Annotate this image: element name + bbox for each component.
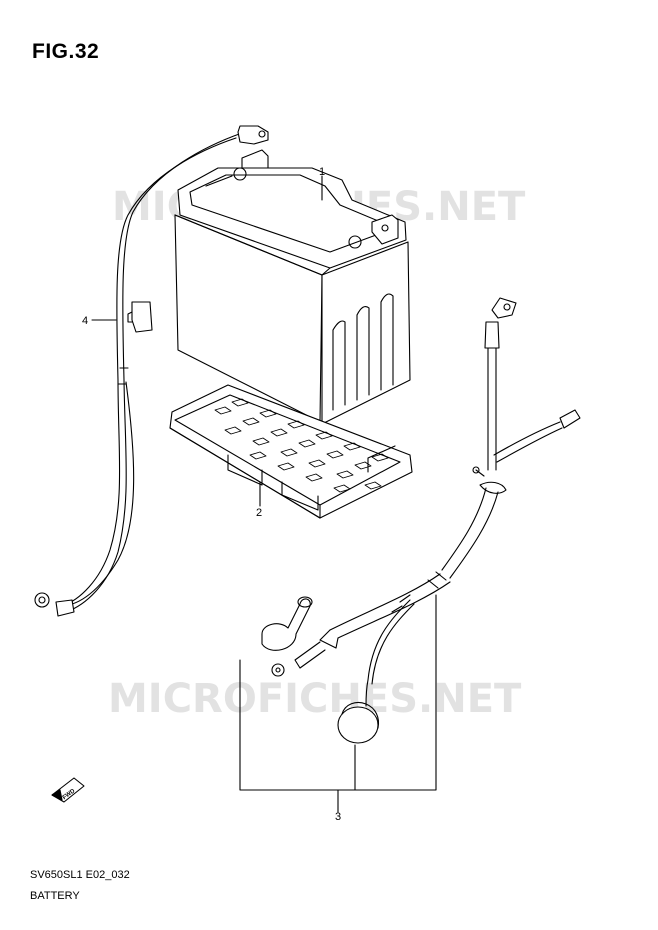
- callout-2: 2: [256, 507, 262, 519]
- battery-tray[interactable]: [169, 384, 413, 519]
- forward-arrow-icon: [51, 777, 85, 803]
- figure-code: SV650SL1 E02_032: [30, 869, 130, 881]
- callout-1: 1: [319, 166, 325, 178]
- battery[interactable]: [174, 149, 411, 425]
- lead-wire[interactable]: [34, 125, 269, 617]
- figure-title: FIG.32: [32, 40, 100, 63]
- callout-3: 3: [335, 811, 341, 823]
- watermark-bottom: MICROFICHES.NET: [108, 676, 522, 722]
- callout-4: 4: [82, 315, 88, 327]
- figure-name: BATTERY: [30, 890, 80, 902]
- cable-set[interactable]: [239, 297, 581, 791]
